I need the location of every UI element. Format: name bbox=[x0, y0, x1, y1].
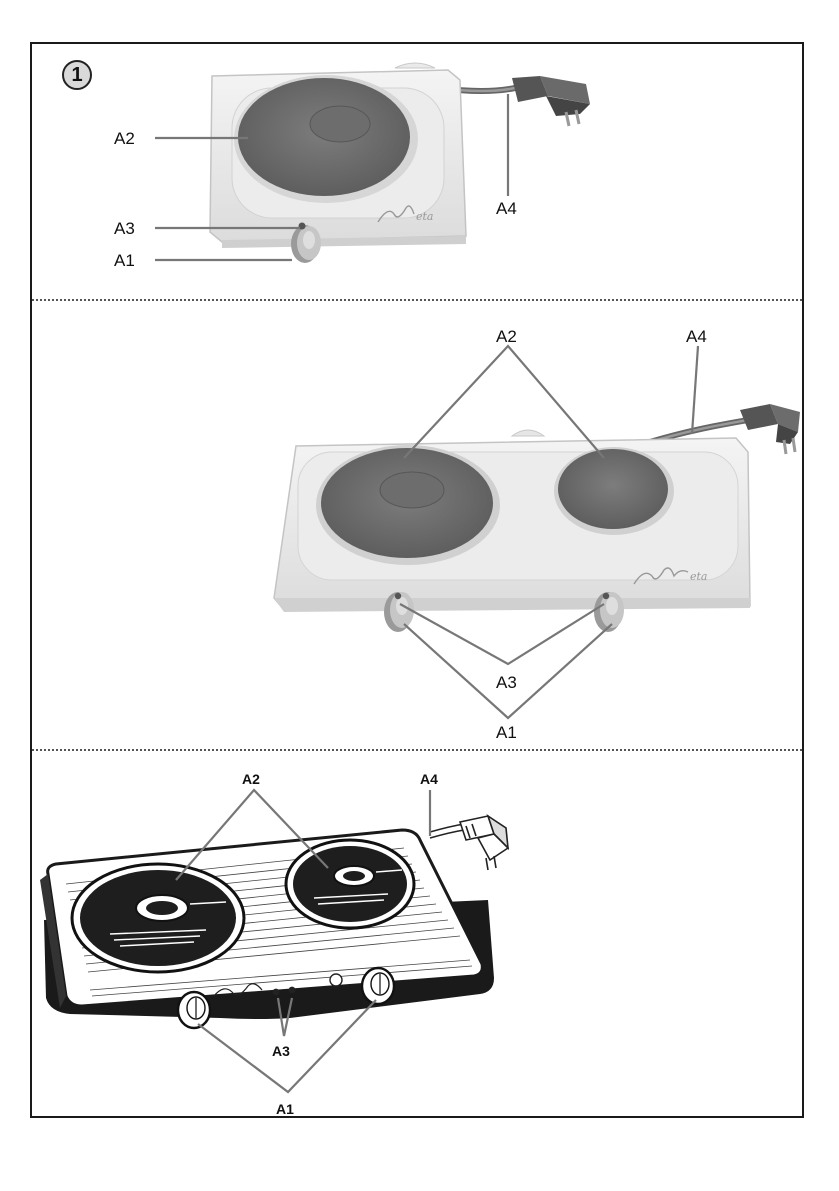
label-A3-3: A3 bbox=[272, 1043, 290, 1059]
label-A1-2: A1 bbox=[496, 723, 517, 742]
power-plug-2 bbox=[740, 404, 800, 454]
hotplate-3a bbox=[72, 864, 244, 972]
label-A2-3: A2 bbox=[242, 771, 260, 787]
label-A1-3: A1 bbox=[276, 1101, 294, 1117]
panel-line-drawing: A2 A4 A3 A1 bbox=[40, 771, 508, 1117]
indicator-light-2b bbox=[603, 593, 609, 599]
label-A3-2: A3 bbox=[496, 673, 517, 692]
label-A4-3: A4 bbox=[420, 771, 438, 787]
label-A2-1: A2 bbox=[114, 129, 135, 148]
panel-single-hotplate: eta A2 A3 A1 A4 bbox=[114, 63, 590, 270]
panel-double-hotplate: eta A2 A4 A3 A1 bbox=[274, 327, 800, 742]
indicator-light-2a bbox=[395, 593, 401, 599]
label-A4-1: A4 bbox=[496, 199, 517, 218]
hotplate-2b bbox=[558, 449, 668, 529]
svg-text:eta: eta bbox=[690, 570, 708, 583]
label-A3-1: A3 bbox=[114, 219, 135, 238]
control-knob-1 bbox=[291, 225, 321, 263]
control-knob-3b bbox=[362, 968, 394, 1004]
label-A4-2: A4 bbox=[686, 327, 707, 346]
indicator-light-3b bbox=[289, 987, 296, 994]
power-plug-3 bbox=[460, 816, 508, 870]
label-A1-1: A1 bbox=[114, 251, 135, 270]
power-plug-1 bbox=[512, 76, 590, 126]
control-knob-3a bbox=[178, 992, 210, 1028]
hotplate-3b bbox=[286, 840, 414, 928]
svg-text:eta: eta bbox=[416, 210, 434, 223]
indicator-light-3a bbox=[273, 989, 280, 996]
label-A2-2: A2 bbox=[496, 327, 517, 346]
